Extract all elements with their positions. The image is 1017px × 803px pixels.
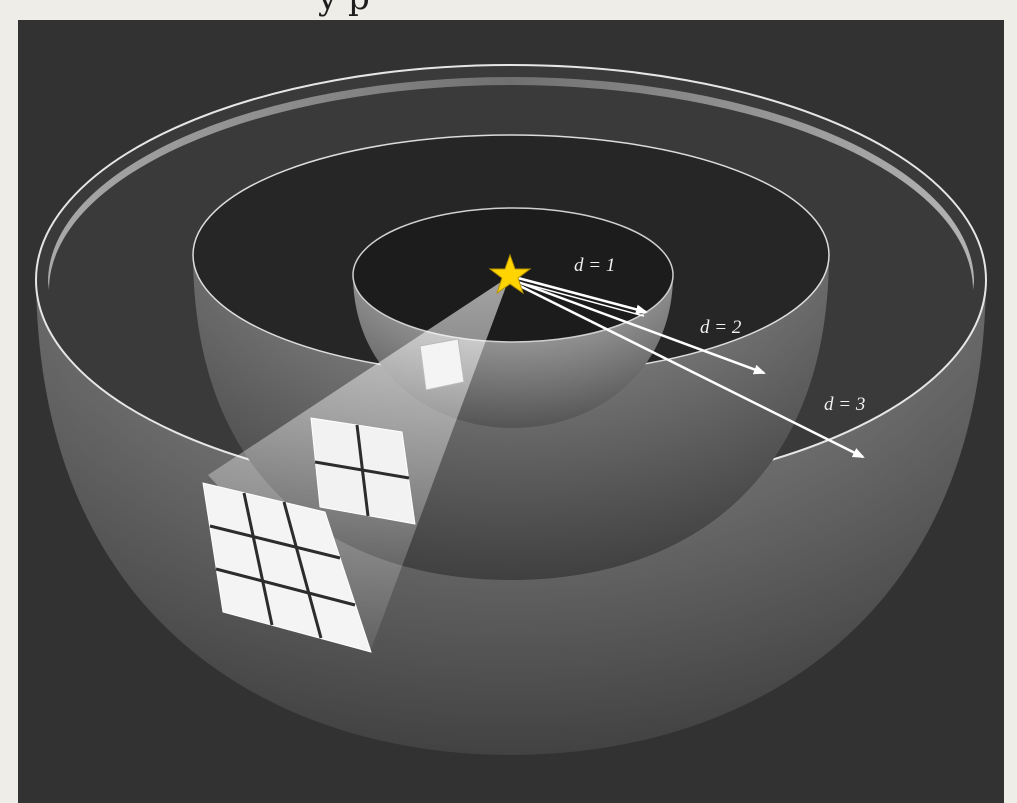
arrow-d3 (517, 283, 865, 459)
diagram-panel: d = 1 d = 2 d = 3 (18, 20, 1004, 803)
area-patch-d1 (419, 338, 465, 391)
label-d3: d = 3 (824, 394, 865, 415)
area-patch-d3 (202, 482, 372, 653)
label-d2: d = 2 (700, 317, 742, 338)
area-patch-d2 (310, 417, 416, 525)
arrow-d1-b (517, 281, 645, 317)
arrow-d2 (517, 280, 766, 375)
top-caption-text: y p (318, 0, 370, 18)
top-caption-strip: y p (0, 0, 1017, 20)
inverse-square-diagram: d = 1 d = 2 d = 3 (35, 64, 987, 755)
arrow-d1 (517, 276, 648, 315)
star-icon (488, 253, 532, 295)
label-d1: d = 1 (574, 255, 615, 276)
distance-arrows (517, 276, 865, 459)
